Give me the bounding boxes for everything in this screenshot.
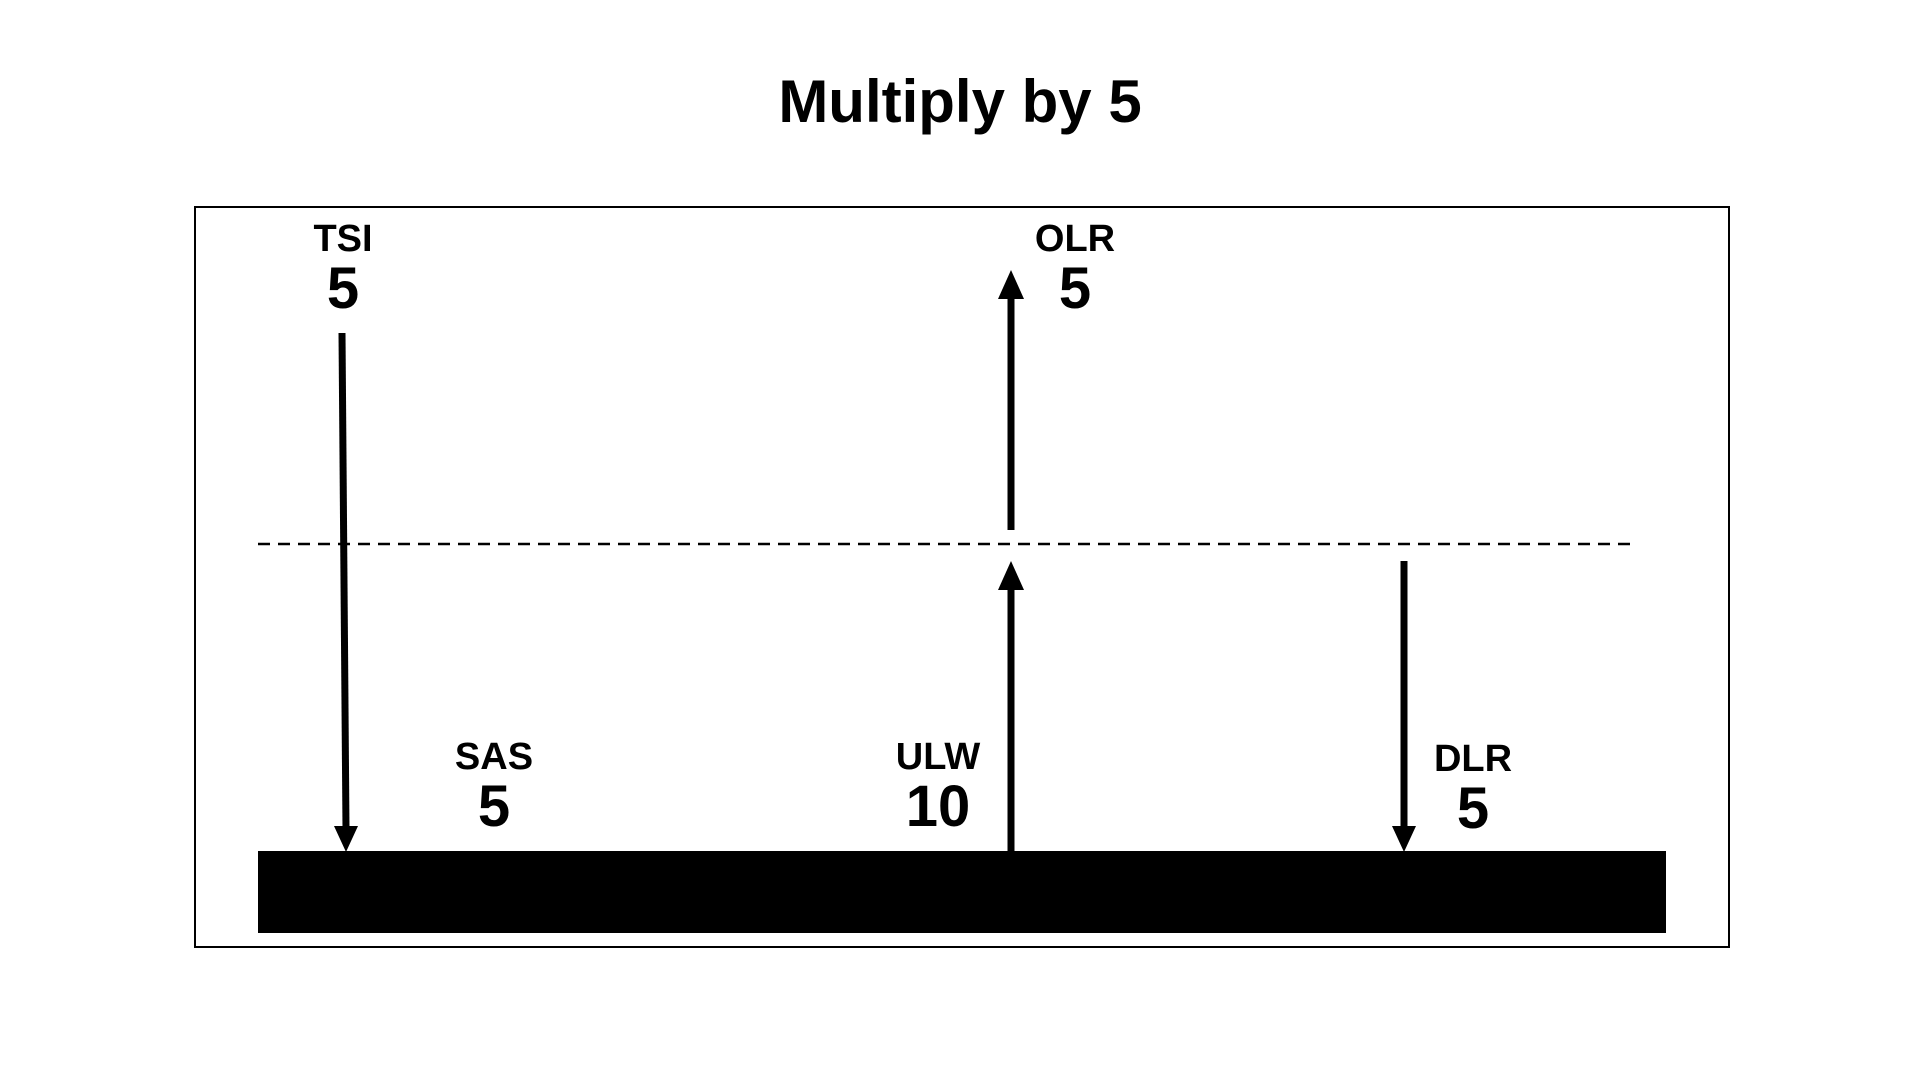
tsi-value: 5: [326, 256, 360, 321]
sas-label: SAS 5: [414, 738, 574, 836]
ulw-label: ULW 10: [858, 738, 1018, 836]
tsi-name: TSI: [313, 218, 373, 260]
olr-arrow: [998, 270, 1024, 530]
ulw-name: ULW: [895, 736, 981, 778]
sas-name: SAS: [454, 736, 534, 778]
olr-value: 5: [1058, 256, 1092, 321]
diagram-title: Multiply by 5: [778, 68, 1142, 135]
earth-surface-bar: [258, 851, 1666, 933]
dlr-label: DLR 5: [1393, 740, 1553, 838]
sas-value: 5: [477, 774, 511, 839]
dlr-name: DLR: [1433, 738, 1513, 780]
tsi-label: TSI 5: [263, 220, 423, 318]
dlr-arrow: [1392, 561, 1416, 852]
olr-label: OLR 5: [995, 220, 1155, 318]
tsi-arrow: [334, 332, 358, 852]
olr-name: OLR: [1034, 218, 1116, 260]
dlr-value: 5: [1456, 776, 1490, 841]
ulw-value: 10: [905, 774, 971, 839]
diagram-frame: [194, 206, 1730, 948]
ulw-arrow: [998, 561, 1024, 852]
